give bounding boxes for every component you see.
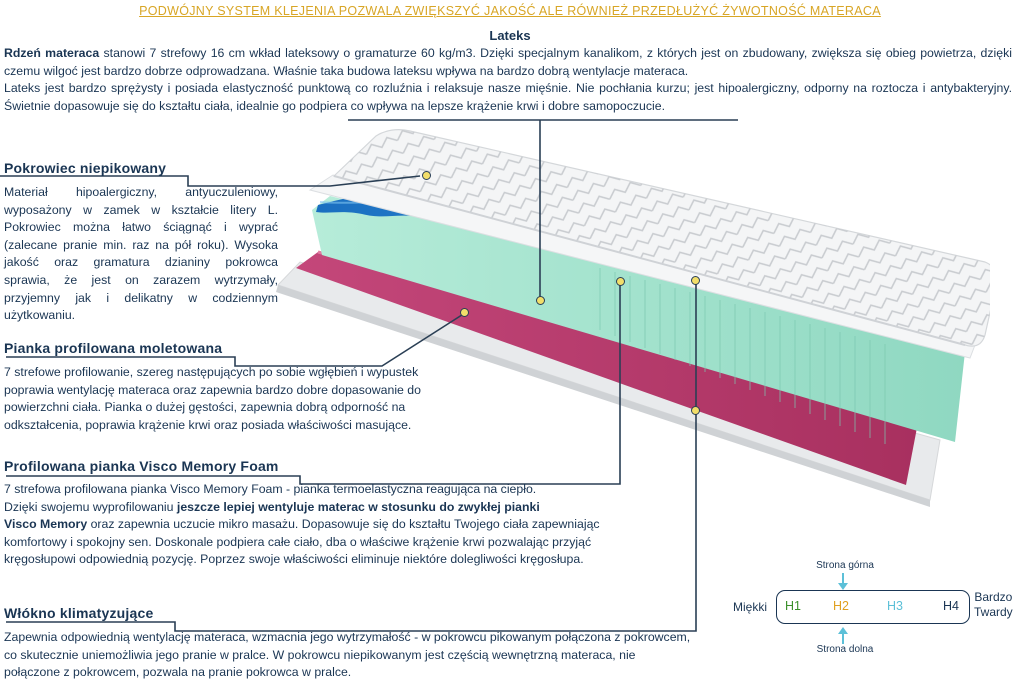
mattress-illustration	[276, 129, 990, 507]
latex-p2: Lateks jest bardzo sprężysty i posiada e…	[4, 81, 1012, 113]
hard-label: Bardzo Twardy	[974, 590, 1013, 620]
profiled-foam-layer	[316, 197, 962, 344]
hard-label-line2: Twardy	[974, 605, 1013, 619]
firmness-h3: H3	[887, 599, 903, 613]
visco-layer	[296, 252, 920, 485]
fiber-description: Zapewnia odpowiednią wentylację materaca…	[4, 630, 691, 680]
bottom-side-label: Strona dolna	[816, 644, 874, 655]
top-side-label: Strona górna	[816, 560, 874, 571]
latex-description: Rdzeń materaca stanowi 7 strefowy 16 cm …	[4, 45, 1012, 115]
hard-label-line1: Bardzo	[974, 590, 1013, 604]
cover-marker-dot	[422, 171, 431, 180]
firmness-scale: H1 H2 H3 H4	[776, 590, 970, 624]
fiber-title: Włókno klimatyzujące	[4, 605, 154, 621]
firmness-h1: H1	[785, 599, 801, 613]
banner-title: PODWÓJNY SYSTEM KLEJENIA POZWALA ZWIĘKSZ…	[139, 4, 881, 18]
latex-lead: Rdzeń materaca	[4, 46, 100, 60]
foam-marker-dot	[460, 308, 469, 317]
visco-pre: Dzięki swojemu wyprofilowaniu	[4, 499, 177, 514]
bottom-cover-edge	[276, 285, 930, 507]
visco-marker-dot	[616, 277, 625, 286]
latex-p1: stanowi 7 strefowy 16 cm wkład lateksowy…	[4, 46, 1012, 78]
soft-label: Miękki	[733, 600, 768, 614]
latex-marker-dot	[536, 296, 545, 305]
latex-title: Lateks	[489, 28, 531, 43]
firmness-h4: H4	[943, 599, 959, 613]
visco-title: Profilowana pianka Visco Memory Foam	[4, 458, 279, 474]
foam-description: 7 strefowe profilowanie, szereg następuj…	[4, 365, 421, 432]
visco-description: 7 strefowa profilowana pianka Visco Memo…	[4, 481, 612, 569]
visco-rest: oraz zapewnia uczucie mikro masażu. Dopa…	[4, 517, 600, 567]
latex-channels	[599, 268, 886, 444]
fiber-marker-dot	[691, 406, 700, 415]
firmness-h2: H2	[833, 599, 849, 613]
fiber-top-marker-dot	[691, 276, 700, 285]
arrow-up-icon	[838, 627, 848, 644]
visco-bold1: jeszcze lepiej wentyluje materac w stosu…	[176, 499, 540, 514]
visco-line1: 7 strefowa profilowana pianka Visco Memo…	[4, 482, 537, 496]
cover-title: Pokrowiec niepikowany	[4, 160, 167, 176]
arrow-down-icon	[838, 573, 848, 590]
visco-bold2: Visco Memory	[4, 517, 88, 532]
cover-description: Materiał hipoalergiczny, antyuczuleniowy…	[4, 185, 278, 323]
foam-title: Pianka profilowana moletowana	[4, 340, 223, 356]
latex-core	[312, 196, 965, 442]
